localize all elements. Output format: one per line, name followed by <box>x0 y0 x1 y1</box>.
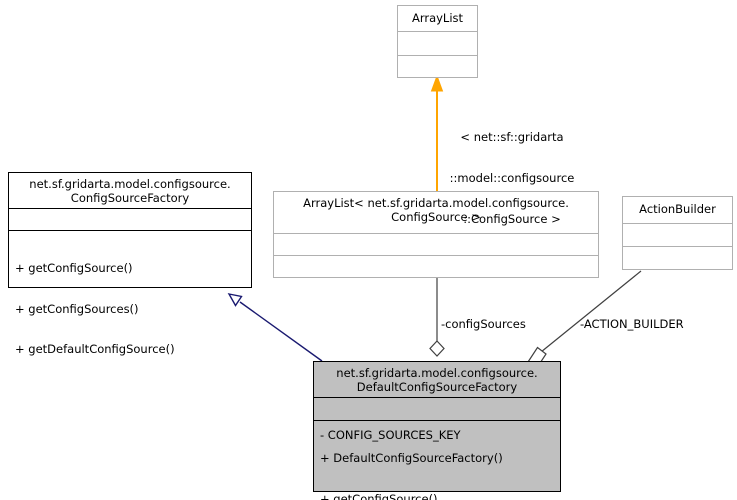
class-attributes-config-source-factory <box>9 208 251 230</box>
method-item: + getConfigSource() <box>15 261 133 276</box>
class-methods-config-source-factory: + getConfigSource() + getConfigSources()… <box>9 230 251 387</box>
method-item: + getConfigSource() <box>320 491 438 500</box>
class-node-action-builder[interactable]: ActionBuilder <box>622 196 733 270</box>
class-node-array-list[interactable]: ArrayList <box>397 5 478 78</box>
class-title-line-1: ArrayList< net.sf.gridarta.model.configs… <box>303 196 569 210</box>
edge-label-line-2: ::model::configsource <box>449 170 575 185</box>
class-title-array-list-template: ArrayList< net.sf.gridarta.model.configs… <box>274 192 598 233</box>
class-title-line-2: DefaultConfigSourceFactory <box>356 379 518 394</box>
class-attributes-default-config-source-factory: - CONFIG_SOURCES_KEY <box>314 397 560 442</box>
class-title-default-config-source-factory: net.sf.gridarta.model.configsource. Defa… <box>314 362 560 397</box>
class-methods-array-list-template <box>274 255 598 277</box>
class-title-line-2: ConfigSource > <box>391 209 481 224</box>
attribute-item: - CONFIG_SOURCES_KEY <box>320 428 461 443</box>
method-item: + DefaultConfigSourceFactory() <box>320 451 503 466</box>
edge-label-line-3: ::ConfigSource > <box>463 211 561 226</box>
class-attributes-action-builder <box>623 223 732 246</box>
class-methods-action-builder <box>623 246 732 269</box>
edge-label-config-sources: -configSources <box>441 317 526 331</box>
edge-label-line-1: < net::sf::gridarta <box>460 130 564 145</box>
method-item: + getDefaultConfigSource() <box>15 342 175 357</box>
class-title-line-2: ConfigSourceFactory <box>70 190 190 205</box>
method-item: + getConfigSources() <box>15 301 139 316</box>
class-title-line-1: net.sf.gridarta.model.configsource. <box>29 177 231 191</box>
class-node-array-list-template[interactable]: ArrayList< net.sf.gridarta.model.configs… <box>273 191 599 278</box>
class-methods-array-list <box>398 55 477 79</box>
class-attributes-array-list <box>398 31 477 55</box>
class-title-action-builder: ActionBuilder <box>639 202 716 216</box>
class-title-line-1: net.sf.gridarta.model.configsource. <box>336 366 538 380</box>
class-title-array-list: ArrayList <box>411 11 464 25</box>
class-node-config-source-factory[interactable]: net.sf.gridarta.model.configsource. Conf… <box>8 172 252 356</box>
class-title-config-source-factory: net.sf.gridarta.model.configsource. Conf… <box>9 173 251 208</box>
class-attributes-array-list-template <box>274 233 598 255</box>
class-methods-default-config-source-factory: + DefaultConfigSourceFactory() + getConf… <box>314 420 560 500</box>
class-node-default-config-source-factory[interactable]: net.sf.gridarta.model.configsource. Defa… <box>313 361 561 500</box>
edge-label-template-binding: < net::sf::gridarta ::model::configsourc… <box>432 104 592 254</box>
edge-label-action-builder: -ACTION_BUILDER <box>580 317 684 331</box>
